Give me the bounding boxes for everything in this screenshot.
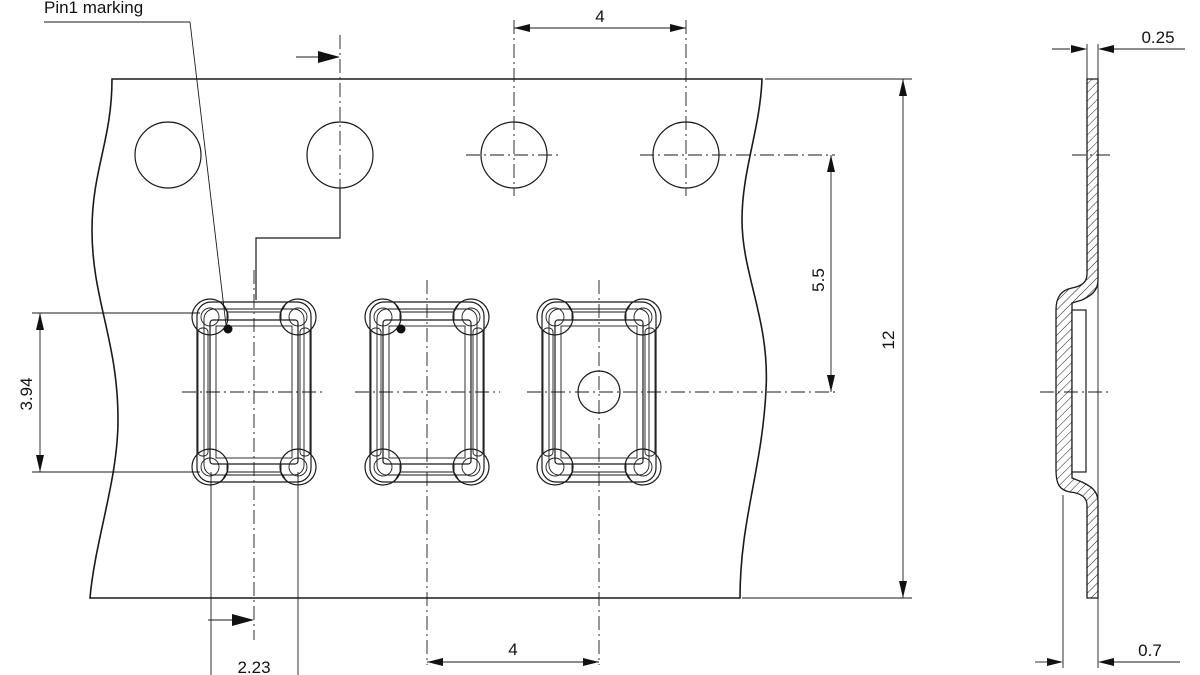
tape-cross-section: [1040, 78, 1112, 599]
sprocket-hole: [134, 121, 202, 189]
sprocket-hole: [652, 121, 720, 189]
dim-offset: 2.23: [237, 658, 270, 675]
dim-hole-to-cavity: 5.5: [809, 268, 828, 292]
dim-depth: 0.7: [1138, 641, 1162, 660]
dim-pitch-bottom: 4: [508, 640, 517, 659]
dim-pitch-top: 4: [595, 7, 604, 26]
pin1-dot: [223, 324, 233, 334]
tape-outline: [89, 78, 768, 599]
dim-width-12: 12: [879, 331, 898, 350]
dim-thickness: 0.25: [1141, 28, 1174, 47]
dim-cavity-height: 3.94: [17, 377, 36, 410]
pin1-dot: [396, 324, 406, 334]
pin1-marking-label: Pin1 marking: [44, 0, 143, 17]
